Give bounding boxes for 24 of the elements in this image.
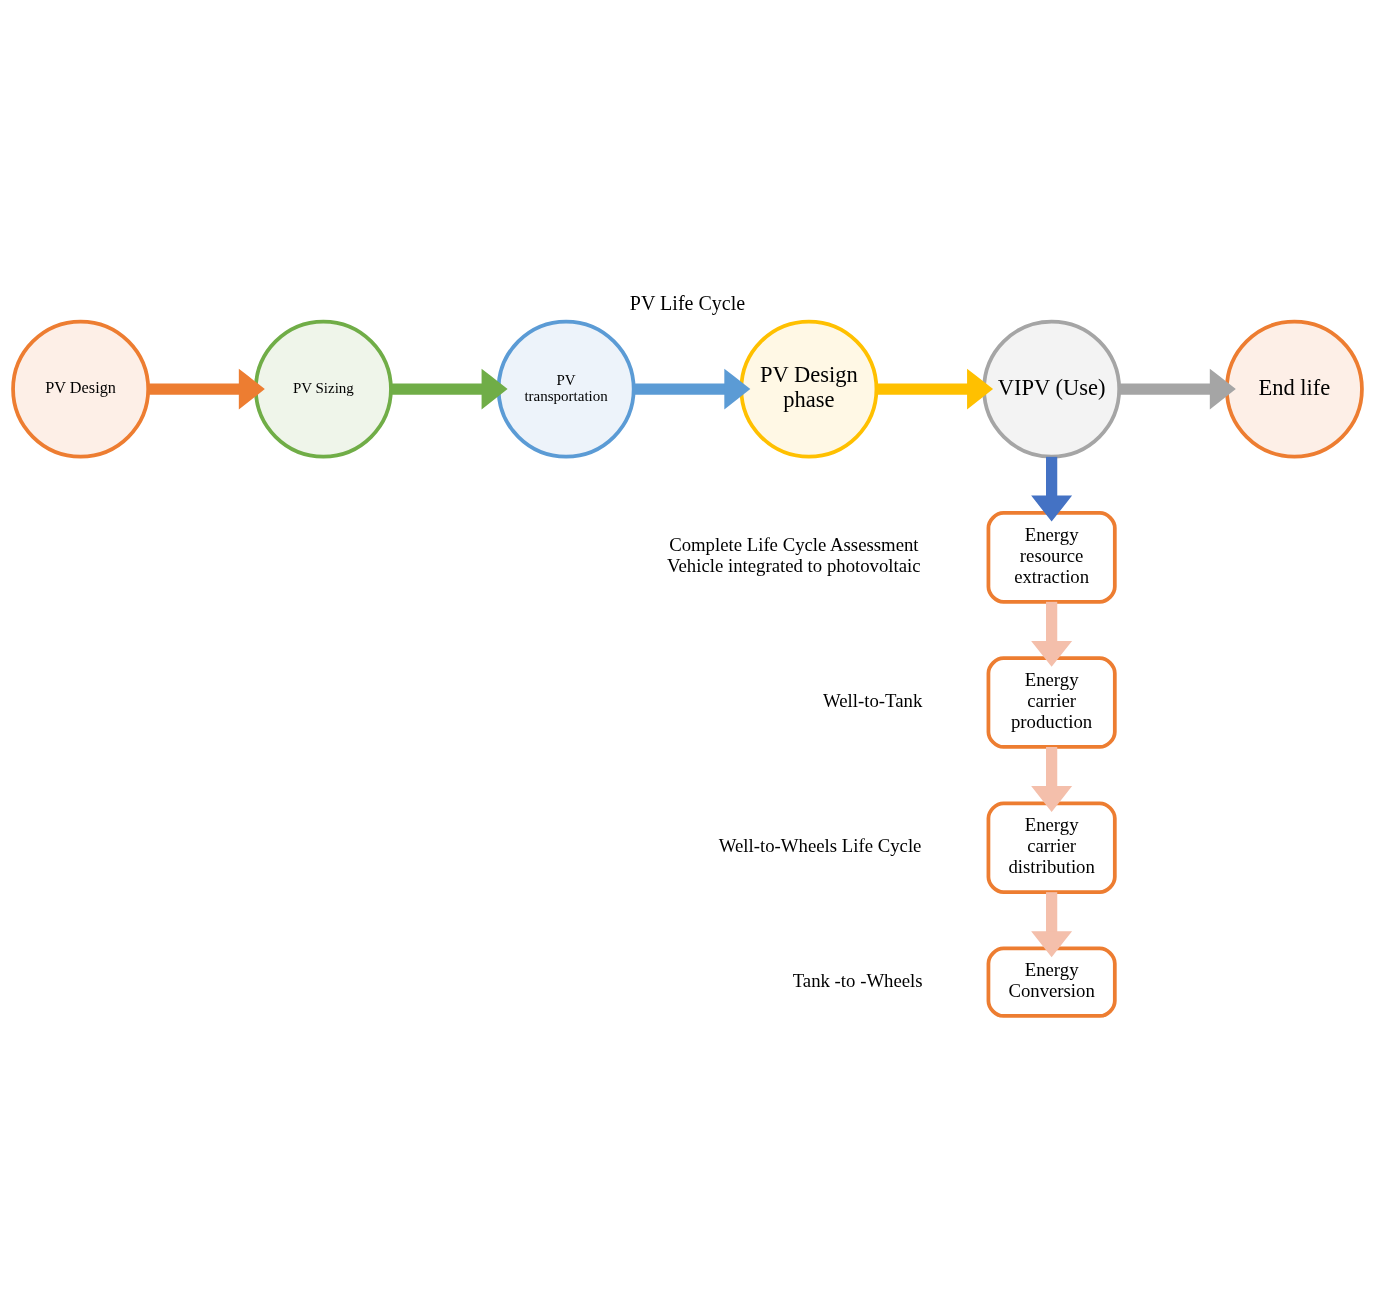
node-circle: End life [1224,319,1364,459]
arrow [391,368,508,410]
node-box: Energy carrier production [986,655,1117,749]
label: Tank -to -Wheels [792,969,923,991]
label: Complete Life Cycle Assessment Vehicle integrated to photovoltaic [667,533,921,576]
arrow [1031,456,1073,522]
node-box: Energy carrier distribution [986,800,1117,894]
label: Well-to-Tank [823,689,923,711]
node-box: Energy resource extraction [986,510,1117,604]
arrow [1031,891,1073,957]
node-circle: PV transportation [496,319,636,459]
node-circle: PV Sizing [253,319,393,459]
arrow [876,368,994,410]
node-box: Energy Conversion [986,946,1117,1018]
arrow [148,368,265,410]
arrow [633,368,751,410]
node-circle: PV Design phase [739,319,879,459]
arrow [1031,746,1073,812]
node-circle: VIPV (Use) [982,319,1122,459]
label: Well-to-Wheels Life Cycle [718,834,922,856]
diagram-title: PV Life Cycle [629,291,746,314]
arrow [1031,601,1073,667]
node-circle: PV Design [11,319,151,459]
arrow [1119,368,1236,410]
